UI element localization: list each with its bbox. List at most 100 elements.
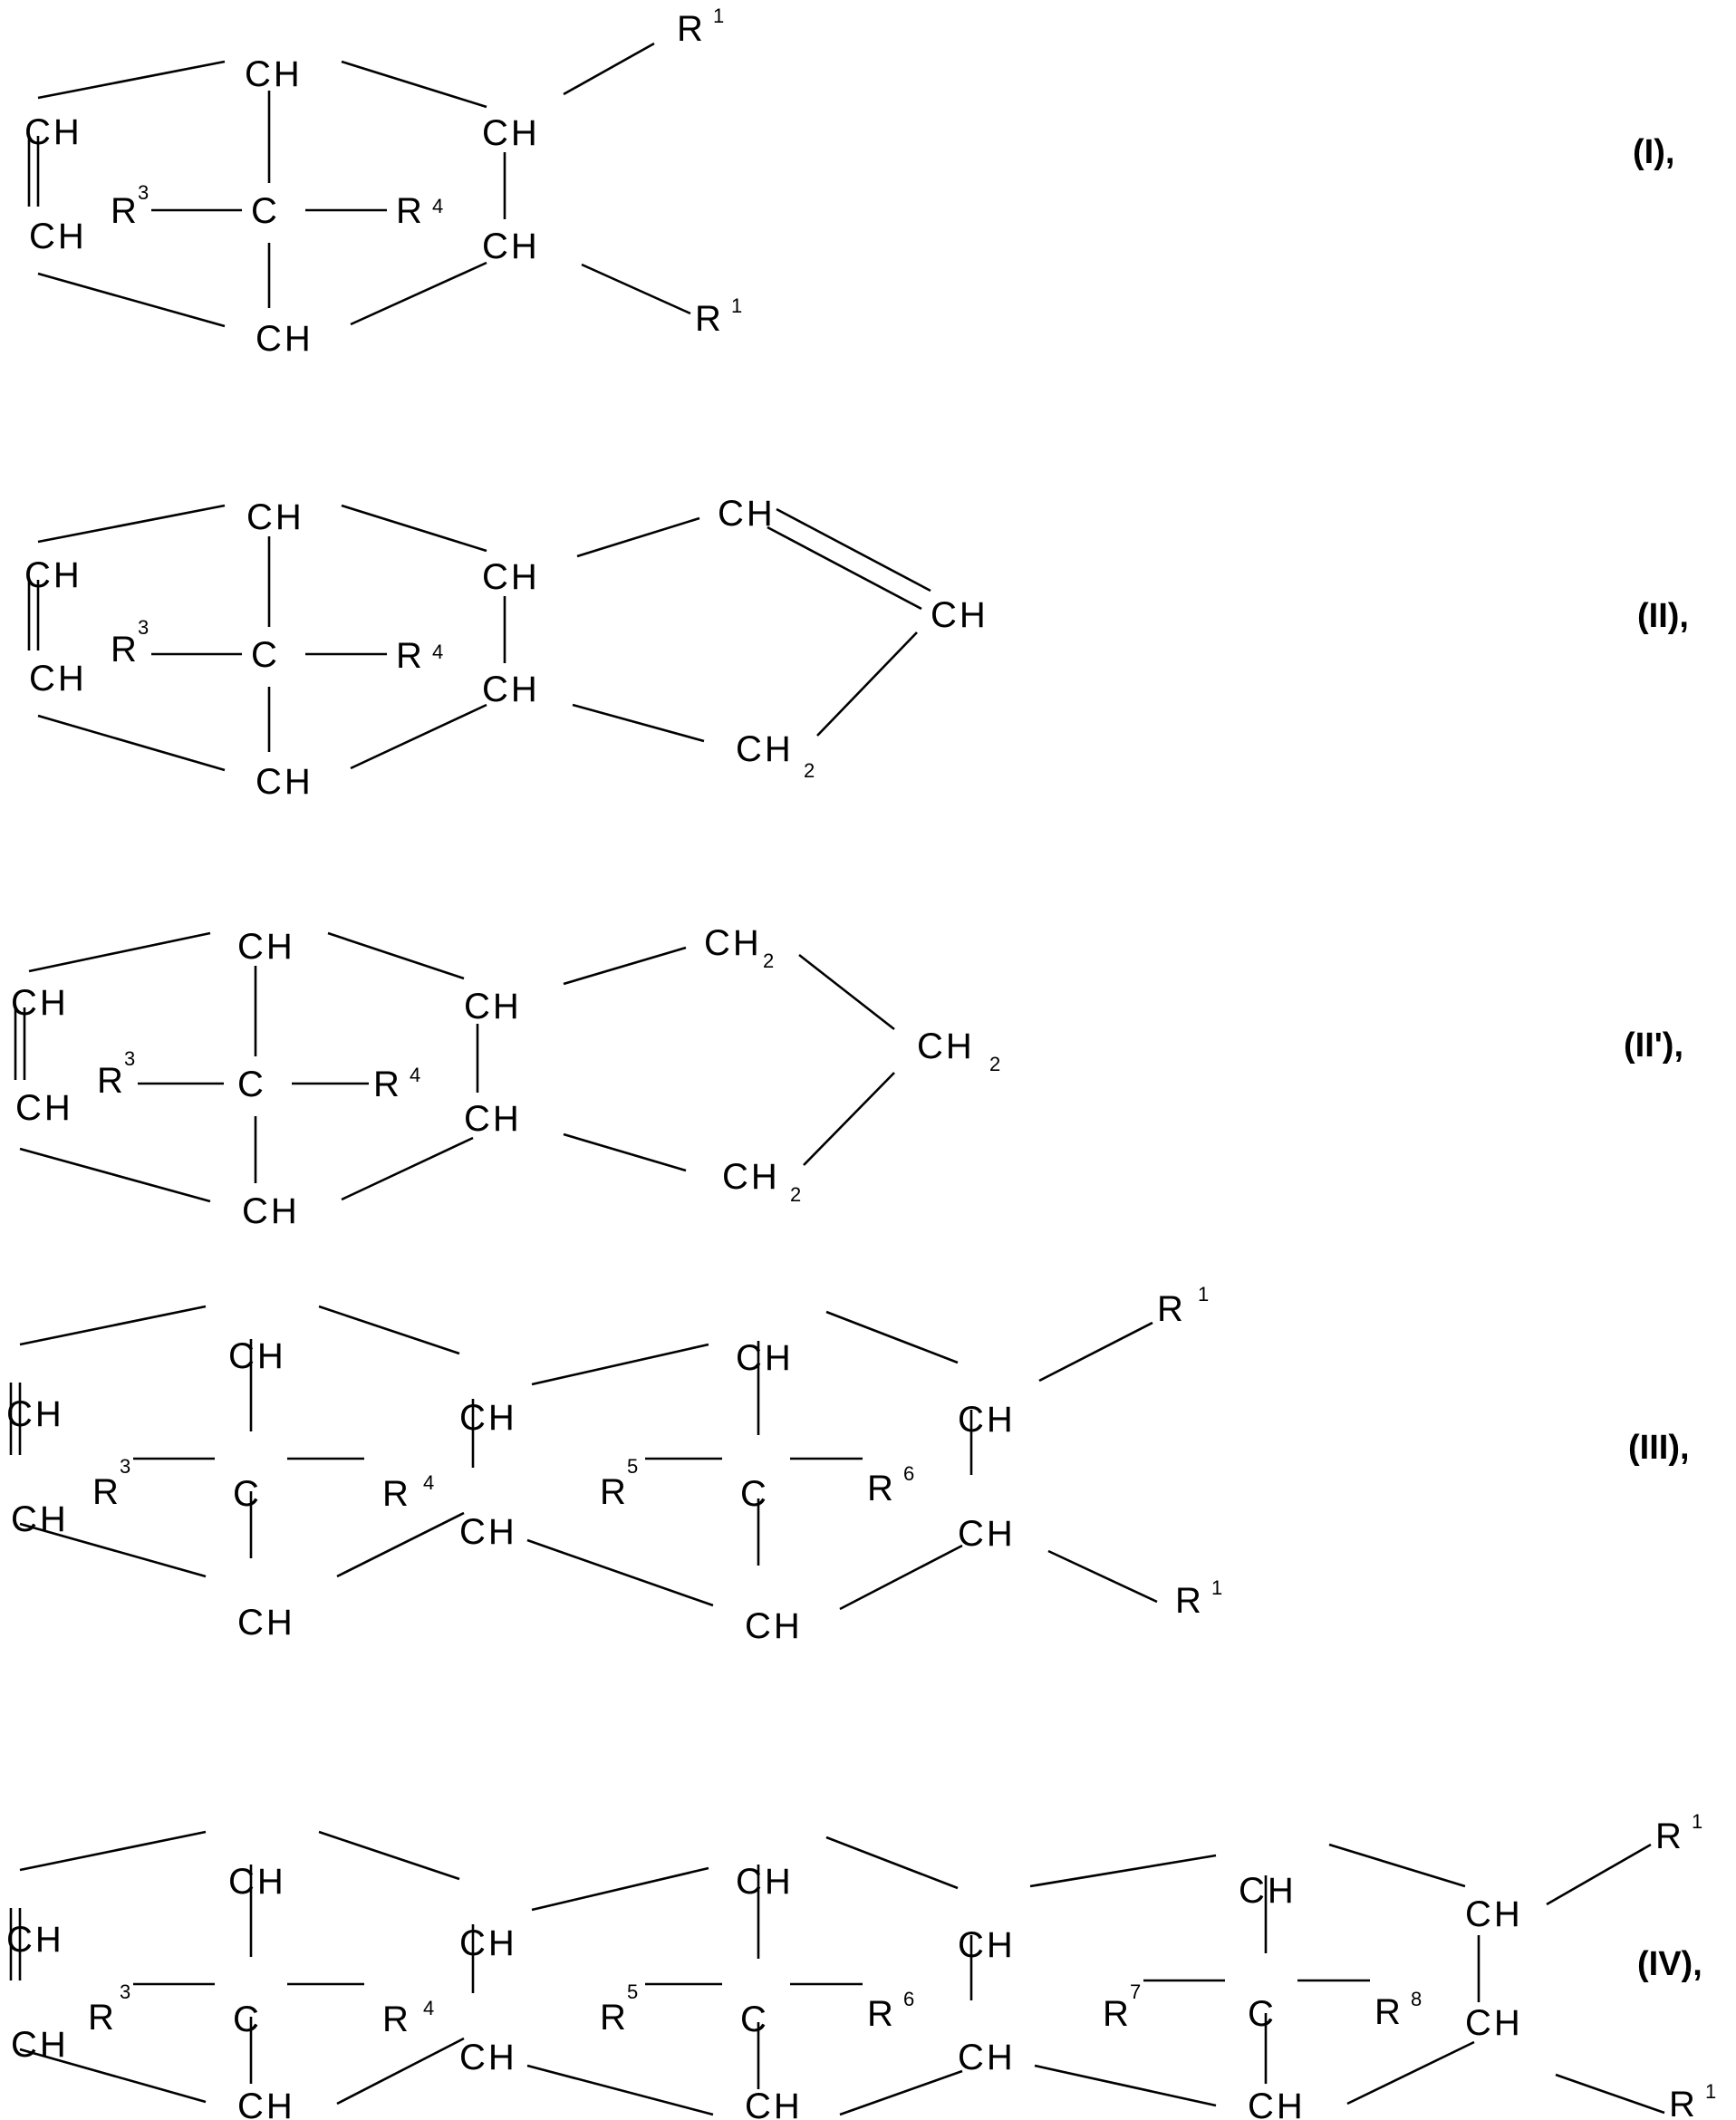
r4-superscript: 4: [432, 641, 443, 663]
r3-substituent: R: [92, 1472, 121, 1512]
ch-atom: CH: [237, 927, 295, 967]
r8-superscript: 8: [1411, 1988, 1422, 2010]
ch-atom: CH: [15, 1088, 73, 1128]
ch-atom: CH: [29, 217, 87, 256]
r4-substituent: R: [396, 191, 425, 231]
ch-atom: CH: [1465, 2003, 1523, 2043]
c-bridge-atom: C: [233, 1474, 262, 1514]
r1-superscript: 1: [713, 5, 724, 27]
ch-atom: CH: [11, 983, 69, 1023]
ch-atom: CH: [482, 670, 540, 709]
r3-superscript: 3: [138, 616, 149, 639]
r4-superscript: 4: [410, 1064, 420, 1086]
r6-superscript: 6: [903, 1988, 914, 2010]
ch-atom: CH: [246, 497, 304, 537]
formula-ii-prime: CH CH CH CH CH CH C R 3 R 4 CH 2 CH 2 CH…: [11, 923, 1683, 1231]
r8-substituent: R: [1374, 1992, 1403, 2032]
r7-superscript: 7: [1130, 1980, 1141, 2003]
r3-superscript: 3: [120, 1980, 130, 2003]
r5-substituent: R: [600, 1472, 629, 1512]
r1-substituent-top: R: [1157, 1289, 1186, 1329]
ch-atom: CH: [228, 1336, 286, 1376]
r6-substituent: R: [867, 1469, 896, 1508]
ch-atom: CH: [237, 1603, 295, 1643]
r1-substituent-top: R: [1655, 1816, 1684, 1856]
r3-superscript: 3: [120, 1455, 130, 1478]
r4-superscript: 4: [423, 1471, 434, 1494]
c-bridge-atom: C: [740, 2000, 769, 2039]
c-bridge-atom: C: [740, 1474, 769, 1514]
ch-atom: CH: [958, 1925, 1016, 1965]
ch-atom: CH: [464, 1099, 522, 1139]
c-bridge-atom: C: [251, 191, 280, 231]
formula-label: (I),: [1633, 133, 1674, 171]
ch-atom: CH: [256, 319, 313, 359]
ch-atom: CH: [245, 54, 303, 94]
r3-substituent: R: [88, 1998, 117, 2038]
ch2-atom: CH: [722, 1157, 780, 1197]
ch-atom: CH: [228, 1862, 286, 1902]
ch-atom: CH: [1465, 1894, 1523, 1934]
r4-substituent: R: [382, 2000, 411, 2039]
ch-atom: CH: [24, 112, 82, 152]
ch2-subscript: 2: [804, 759, 815, 782]
ch-ring-atom: CH: [931, 595, 989, 635]
r1-superscript: 1: [1692, 1810, 1702, 1833]
ch-atom: CH: [459, 1512, 517, 1552]
ch-atom: CH: [736, 1862, 794, 1902]
ch2-subscript: 2: [989, 1053, 1000, 1075]
c-bridge-atom: C: [233, 2000, 262, 2039]
ch-ring-atom: CH: [718, 494, 776, 534]
formula-label: (II'),: [1624, 1026, 1683, 1065]
formula-iv: CH CH CH CH CH CH C R 3 R 4 CH CH CH CH …: [6, 1810, 1716, 2120]
formula-i: CH CH CH CH CH CH C R 3 R 4 R 1 R 1 (I),: [24, 5, 1674, 359]
r5-superscript: 5: [627, 1455, 638, 1478]
ch-atom: CH: [482, 557, 540, 597]
c-bridge-atom: C: [251, 635, 280, 675]
r3-substituent: R: [111, 191, 140, 231]
ch-atom: CH: [11, 2025, 69, 2065]
r4-substituent: R: [373, 1065, 402, 1104]
r1-substituent-bottom: R: [695, 299, 724, 339]
ch-atom: CH: [242, 1191, 300, 1231]
formula-iii: CH CH CH CH CH CH C R 3 R 4 CH CH CH CH …: [6, 1283, 1690, 1646]
ch-atom: CH: [745, 2086, 803, 2120]
ch-atom: CH: [958, 1514, 1016, 1554]
ch-atom: CH: [745, 1606, 803, 1646]
ch-atom: CH: [1239, 1871, 1297, 1911]
formula-ii: CH CH CH CH CH CH C R 3 R 4 CH CH CH 2 (…: [24, 494, 1689, 802]
ch-atom: CH: [1248, 2086, 1306, 2120]
ch2-subscript: 2: [790, 1183, 801, 1206]
r3-superscript: 3: [124, 1047, 135, 1070]
r1-superscript: 1: [1705, 2080, 1716, 2103]
ch-atom: CH: [29, 659, 87, 699]
r4-superscript: 4: [432, 195, 443, 217]
c-bridge-atom: C: [237, 1065, 266, 1104]
r3-substituent: R: [111, 630, 140, 670]
r5-substituent: R: [600, 1998, 629, 2038]
r1-superscript: 1: [1198, 1283, 1209, 1306]
r1-substituent-bottom: R: [1669, 2085, 1698, 2120]
ch2-atom: CH: [704, 923, 762, 963]
formula-label: (II),: [1637, 597, 1689, 635]
r4-substituent: R: [382, 1474, 411, 1514]
ch-atom: CH: [958, 2038, 1016, 2077]
ch2-atom: CH: [917, 1026, 975, 1066]
r3-superscript: 3: [138, 181, 149, 204]
ch2-subscript: 2: [763, 949, 774, 972]
ch-atom: CH: [6, 1394, 64, 1434]
formula-label: (IV),: [1637, 1945, 1702, 1983]
r4-superscript: 4: [423, 1997, 434, 2019]
r5-superscript: 5: [627, 1980, 638, 2003]
r1-substituent-top: R: [677, 9, 706, 49]
ch-atom: CH: [237, 2086, 295, 2120]
ch-atom: CH: [256, 762, 313, 802]
ch-atom: CH: [11, 1499, 69, 1539]
c-bridge-atom: C: [1248, 1994, 1277, 2034]
r6-substituent: R: [867, 1994, 896, 2034]
ch-atom: CH: [482, 113, 540, 153]
ch-atom: CH: [958, 1400, 1016, 1440]
ch-atom: CH: [459, 1923, 517, 1963]
